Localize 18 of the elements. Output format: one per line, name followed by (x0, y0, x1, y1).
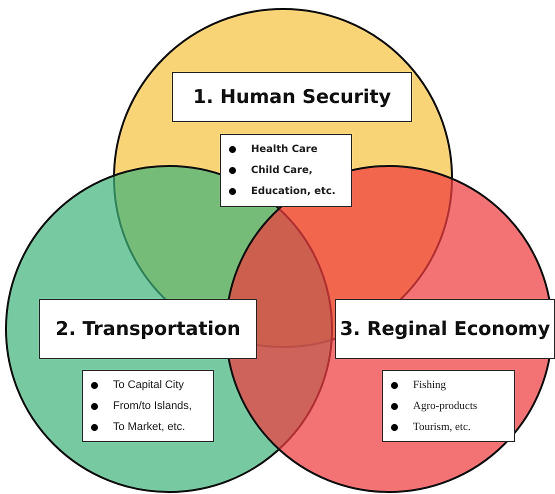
heading-box (335, 299, 555, 359)
list-item-text: Fishing (413, 379, 446, 391)
list-item-text: Education, etc. (251, 186, 336, 197)
heading-box (39, 299, 257, 359)
list-item-text: Agro-products (413, 400, 478, 412)
bullet-list-box (82, 370, 214, 442)
list-item-text: Tourism, etc. (413, 421, 471, 433)
heading-text: 1. Human Security (193, 86, 391, 108)
list-item-text: To Capital City (113, 379, 184, 391)
list-item-text: From/to Islands, (113, 400, 192, 412)
list-item-text: Health Care (251, 144, 318, 155)
heading-box (172, 72, 412, 122)
heading-text: 2. Transportation (55, 318, 241, 340)
list-item-text: To Market, etc. (113, 421, 186, 433)
list-item-text: Child Care, (251, 165, 313, 176)
heading-text: 3. Reginal Economy (340, 318, 550, 340)
bullet-list-box (220, 134, 352, 207)
bullet-list-box (382, 370, 515, 442)
